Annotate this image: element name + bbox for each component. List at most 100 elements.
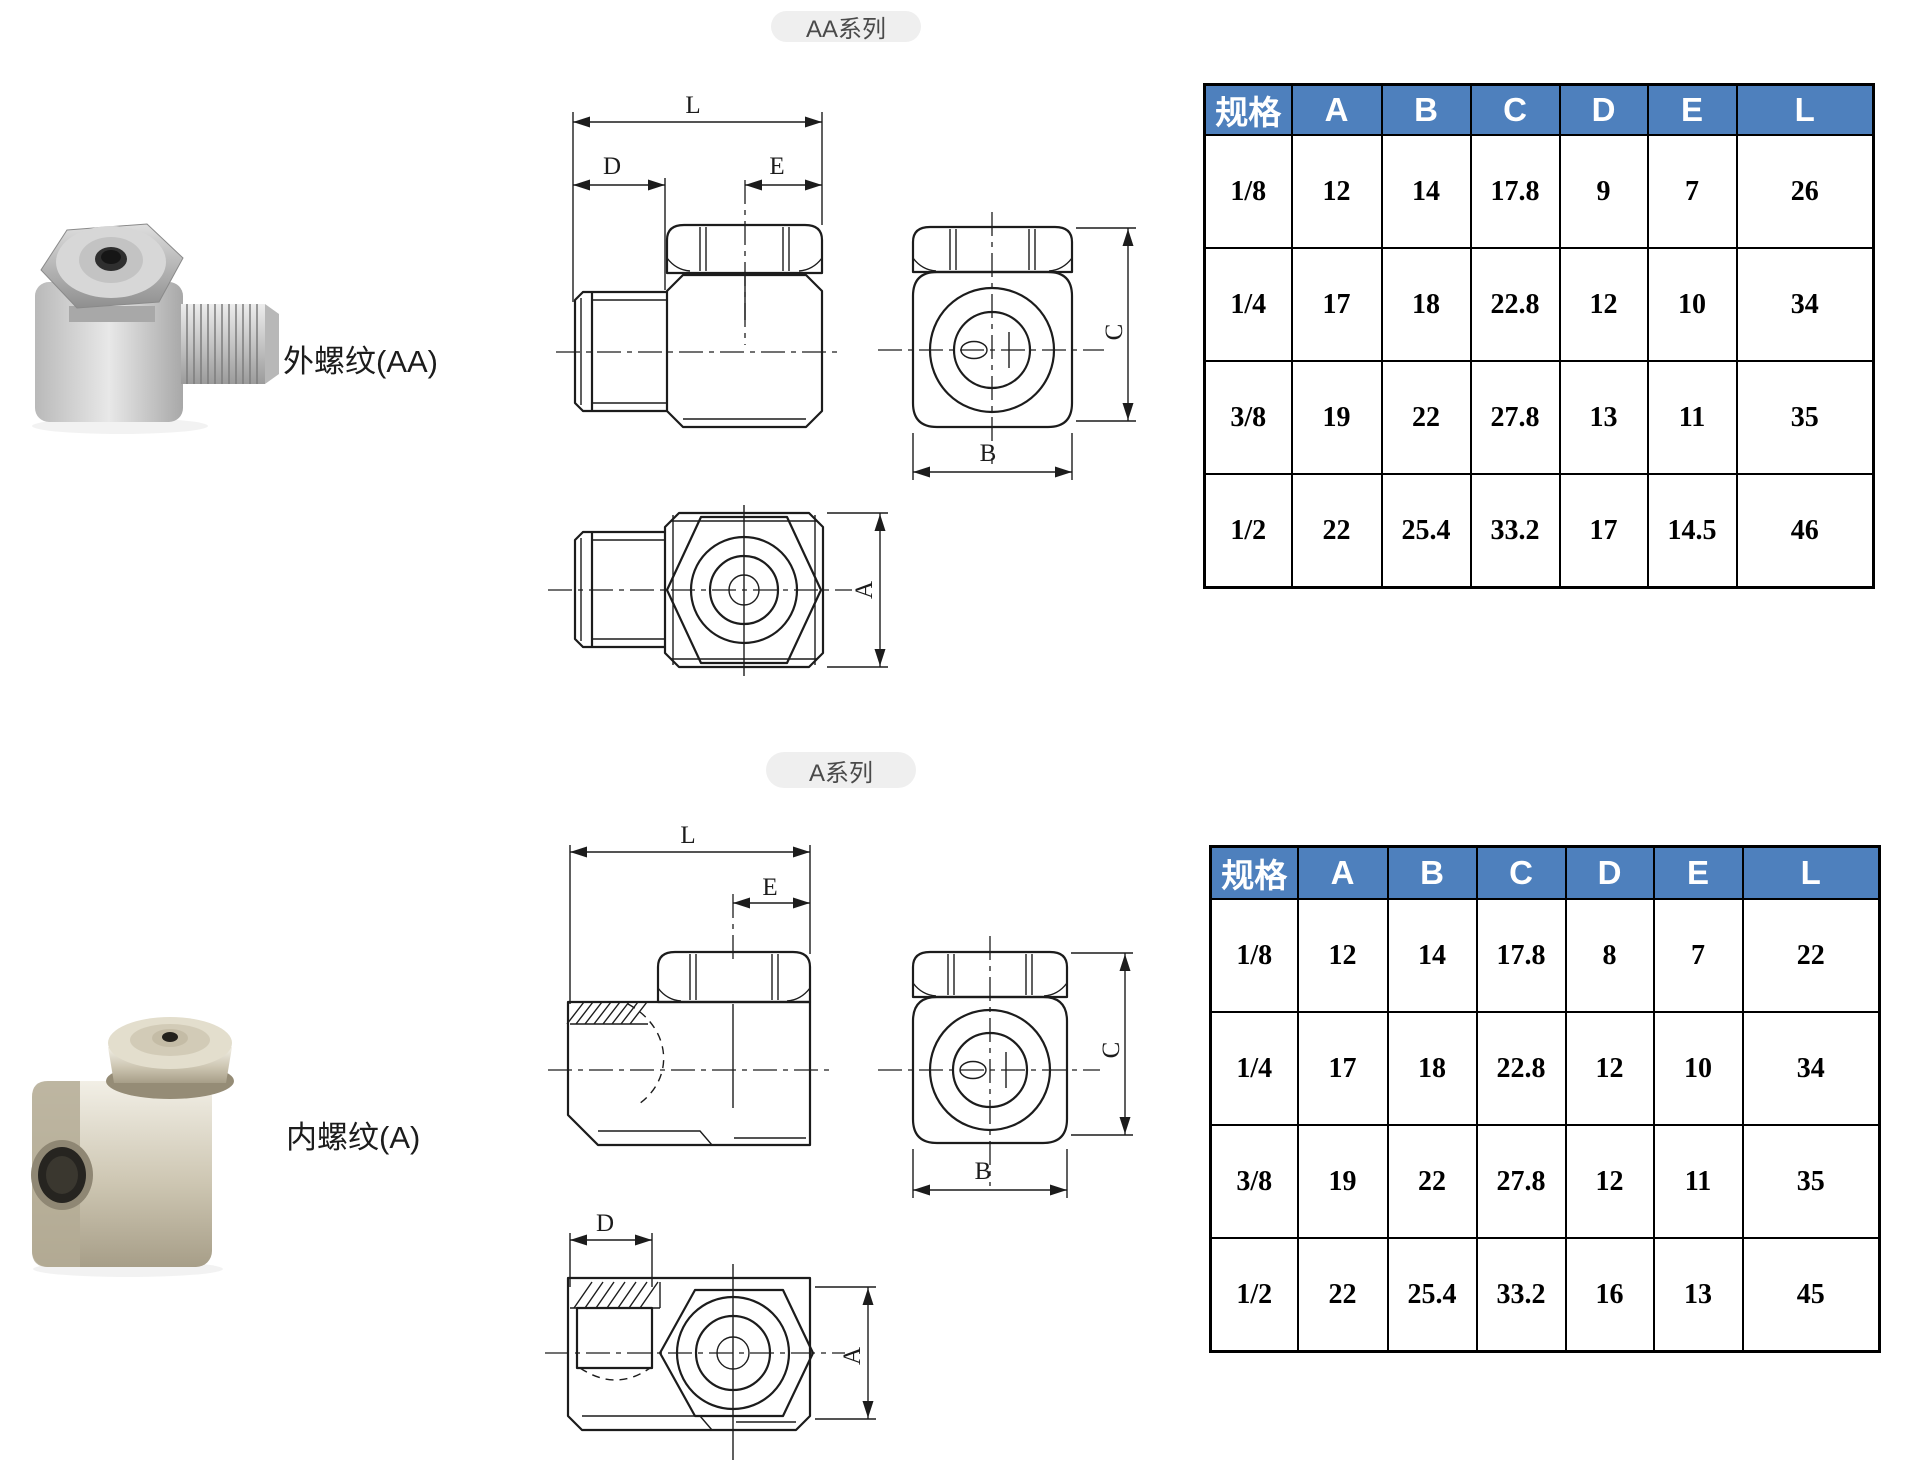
- female-bore-inner: [46, 1156, 78, 1194]
- table-row: 1/4 17 18 22.8 12 10 34: [1203, 247, 1875, 362]
- spec-cell: 25.4: [1386, 1237, 1478, 1353]
- spec-cell: 33.2: [1469, 473, 1561, 589]
- header-row: 规格 A B C D E L: [1203, 83, 1875, 136]
- dim-label-l: L: [680, 822, 695, 849]
- dim-label-e: E: [762, 874, 777, 901]
- nut-hole-inner: [101, 250, 121, 264]
- spec-cell: 22.8: [1469, 247, 1561, 362]
- spec-cell: 12: [1296, 898, 1389, 1013]
- a-bottom-view: D A: [545, 1210, 876, 1460]
- spec-cell: 11: [1652, 1124, 1744, 1239]
- photo-label-a: 内螺纹(A): [286, 1120, 421, 1155]
- spec-table-aa: 规格 A B C D E L 1/8 12 14 17.8 9 7 26 1/4…: [1203, 83, 1875, 589]
- header-cell: C: [1475, 845, 1567, 900]
- header-cell: A: [1290, 83, 1383, 136]
- spec-cell: 8: [1564, 898, 1655, 1013]
- table-row: 1/8 12 14 17.8 9 7 26: [1203, 134, 1875, 249]
- spec-cell: 18: [1386, 1011, 1478, 1126]
- spec-cell: 13: [1652, 1237, 1744, 1353]
- header-cell: B: [1380, 83, 1472, 136]
- table-row: 1/2 22 25.4 33.2 16 13 45: [1209, 1237, 1881, 1353]
- spec-cell: 45: [1741, 1237, 1881, 1353]
- spec-cell: 16: [1564, 1237, 1655, 1353]
- aa-bottom-view: A: [548, 505, 888, 676]
- thread-chamfer: [265, 304, 279, 384]
- flange-hole: [162, 1032, 178, 1042]
- spec-cell: 12: [1290, 134, 1383, 249]
- a-side-view: C B: [878, 936, 1133, 1198]
- spec-cell: 22: [1296, 1237, 1389, 1353]
- header-cell: D: [1564, 845, 1655, 900]
- spec-cell: 1/2: [1209, 1237, 1299, 1353]
- spec-cell: 1/2: [1203, 473, 1293, 589]
- thread-lines: [186, 304, 258, 384]
- header-cell: E: [1646, 83, 1738, 136]
- dim-label-b: B: [975, 1158, 992, 1185]
- header-cell: E: [1652, 845, 1744, 900]
- spec-cell: 25.4: [1380, 473, 1472, 589]
- spec-cell: 12: [1564, 1124, 1655, 1239]
- spec-cell: 13: [1558, 360, 1649, 475]
- product-photo-a: [31, 1017, 234, 1277]
- spec-cell: 9: [1558, 134, 1649, 249]
- dim-label-d: D: [596, 1210, 614, 1237]
- spec-cell: 14: [1380, 134, 1472, 249]
- spec-cell: 17.8: [1475, 898, 1567, 1013]
- table-row: 3/8 19 22 27.8 12 11 35: [1209, 1124, 1881, 1239]
- spec-cell: 1/4: [1203, 247, 1293, 362]
- spec-cell: 7: [1646, 134, 1738, 249]
- spec-cell: 12: [1558, 247, 1649, 362]
- spec-cell: 22: [1741, 898, 1881, 1013]
- aa-front-view: L D E: [556, 92, 840, 429]
- spec-cell: 19: [1290, 360, 1383, 475]
- header-cell: A: [1296, 845, 1389, 900]
- spec-cell: 22.8: [1475, 1011, 1567, 1126]
- spec-cell: 17: [1290, 247, 1383, 362]
- dim-label-d: D: [603, 153, 621, 180]
- spec-cell: 34: [1735, 247, 1875, 362]
- dim-label-b: B: [980, 440, 997, 467]
- photo-label-aa: 外螺纹(AA): [283, 344, 438, 379]
- dim-label-a: A: [851, 581, 878, 599]
- dim-label-a: A: [839, 1347, 866, 1365]
- spec-cell: 1/8: [1209, 898, 1299, 1013]
- header-cell: D: [1558, 83, 1649, 136]
- header-cell: B: [1386, 845, 1478, 900]
- header-cell: L: [1741, 845, 1881, 900]
- series-aa-pill: AA系列: [771, 11, 921, 43]
- header-cell: L: [1735, 83, 1875, 136]
- fitting-neck: [69, 306, 155, 322]
- spec-cell: 1/4: [1209, 1011, 1299, 1126]
- spec-cell: 27.8: [1475, 1124, 1567, 1239]
- dim-label-c: C: [1101, 324, 1128, 341]
- spec-cell: 18: [1380, 247, 1472, 362]
- spec-cell: 17: [1296, 1011, 1389, 1126]
- spec-cell: 26: [1735, 134, 1875, 249]
- header-cell: 规格: [1209, 845, 1299, 900]
- dim-label-c: C: [1098, 1042, 1125, 1059]
- spec-cell: 12: [1564, 1011, 1655, 1126]
- dim-label-e: E: [769, 153, 784, 180]
- header-cell: 规格: [1203, 83, 1293, 136]
- spec-cell: 10: [1646, 247, 1738, 362]
- spec-cell: 1/8: [1203, 134, 1293, 249]
- spec-cell: 17: [1558, 473, 1649, 589]
- spec-table-a: 规格 A B C D E L 1/8 12 14 17.8 8 7 22 1/4…: [1209, 845, 1881, 1353]
- spec-cell: 33.2: [1475, 1237, 1567, 1353]
- table-row: 3/8 19 22 27.8 13 11 35: [1203, 360, 1875, 475]
- spec-cell: 3/8: [1203, 360, 1293, 475]
- spec-cell: 35: [1735, 360, 1875, 475]
- dim-label-l: L: [685, 92, 700, 119]
- spec-cell: 11: [1646, 360, 1738, 475]
- spec-cell: 22: [1290, 473, 1383, 589]
- spec-cell: 22: [1386, 1124, 1478, 1239]
- table-row: 1/4 17 18 22.8 12 10 34: [1209, 1011, 1881, 1126]
- spec-cell: 10: [1652, 1011, 1744, 1126]
- product-photo-aa: [32, 223, 279, 434]
- spec-cell: 14: [1386, 898, 1478, 1013]
- spec-cell: 14.5: [1646, 473, 1738, 589]
- spec-cell: 17.8: [1469, 134, 1561, 249]
- spec-cell: 46: [1735, 473, 1875, 589]
- aa-side-view: C B: [878, 212, 1136, 480]
